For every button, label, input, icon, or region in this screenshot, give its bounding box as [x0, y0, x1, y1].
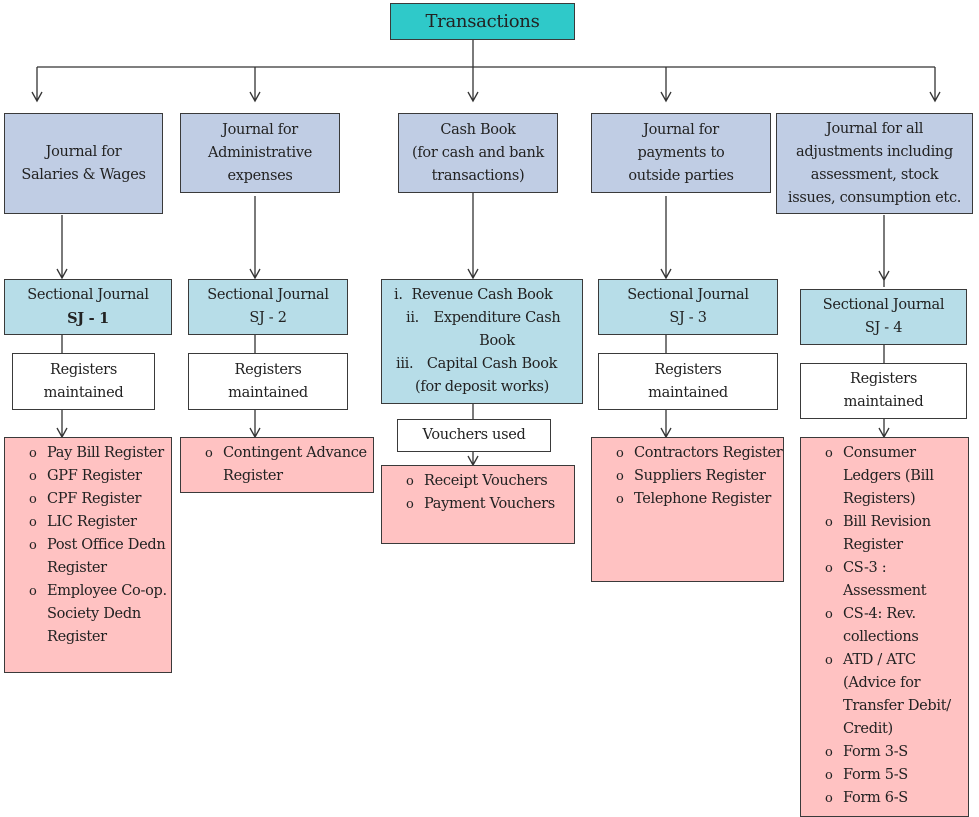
header-line: maintained	[43, 384, 124, 401]
sectional-title: Sectional Journal	[27, 287, 149, 303]
sectional-code: SJ - 1	[67, 310, 109, 327]
arrow-head	[929, 91, 941, 103]
sectional-title: Sectional Journal	[627, 287, 749, 303]
journal-line: Salaries & Wages	[21, 166, 146, 183]
journal-administrative-expenses: Journal for Administrative expenses	[180, 113, 340, 193]
list-item: Suppliers Register	[592, 465, 782, 488]
registers-list-sj4: Consumer Ledgers (Bill Registers)Bill Re…	[800, 437, 969, 817]
cash-book-item: iii.Capital Cash Book	[396, 356, 558, 372]
journal-line: Journal for	[45, 143, 122, 160]
list-item: Post Office Dedn Register	[5, 534, 171, 580]
cash-book: Cash Book (for cash and bank transaction…	[398, 113, 558, 193]
register-list: Contingent Advance Register	[181, 438, 373, 488]
arrow-head	[660, 91, 672, 103]
header-line: Registers	[850, 371, 917, 387]
list-item: Employee Co-op. Society Dedn Register	[5, 580, 171, 649]
header-line: Registers	[654, 361, 722, 378]
header-line: Vouchers used	[422, 427, 526, 443]
registers-list-sj1: Pay Bill RegisterGPF RegisterCPF Registe…	[4, 437, 172, 673]
registers-maintained-sj1: Registers maintained	[12, 353, 155, 410]
journal-line: Cash Book	[440, 121, 516, 138]
list-item: CS-4: Rev. collections	[801, 603, 968, 649]
sectional-code: SJ - 2	[249, 310, 287, 326]
register-list: Consumer Ledgers (Bill Registers)Bill Re…	[801, 438, 968, 810]
sectional-title: Sectional Journal	[822, 297, 945, 313]
sectional-journal-sj4: Sectional Journal SJ - 4	[800, 289, 967, 345]
header-line: Registers	[50, 361, 117, 378]
registers-maintained-sj4: Registers maintained	[800, 363, 967, 419]
header-line: maintained	[843, 394, 924, 410]
list-item: Contractors Register	[592, 442, 783, 465]
journal-line: Administrative	[208, 144, 312, 161]
list-item: Form 3-S	[801, 741, 968, 764]
journal-line: adjustments including	[796, 143, 953, 160]
journal-adjustments: Journal for all adjustments including as…	[776, 113, 973, 214]
journal-line: payments to	[637, 144, 725, 161]
journal-line: Journal for all	[825, 120, 924, 137]
sectional-code: SJ - 4	[864, 320, 903, 336]
journal-line: outside parties	[628, 167, 734, 184]
cash-book-item: i.Revenue Cash Book	[394, 287, 553, 303]
list-item: Consumer Ledgers (Bill Registers)	[801, 442, 968, 511]
journal-line: issues, consumption etc.	[787, 189, 962, 206]
list-item: Payment Vouchers	[382, 493, 555, 516]
list-item: LIC Register	[5, 511, 171, 534]
vouchers-used: Vouchers used	[397, 419, 551, 452]
journal-line: transactions)	[431, 167, 525, 184]
sectional-title: Sectional Journal	[207, 287, 329, 303]
sectional-journal-sj2: Sectional Journal SJ - 2	[188, 279, 348, 335]
sectional-journal-sj3: Sectional Journal SJ - 3	[598, 279, 778, 335]
register-list: Pay Bill RegisterGPF RegisterCPF Registe…	[5, 438, 171, 649]
header-line: maintained	[648, 384, 728, 401]
journal-salaries-wages: Journal for Salaries & Wages	[4, 113, 163, 214]
registers-list-sj3: Contractors RegisterSuppliers RegisterTe…	[591, 437, 784, 582]
registers-list-sj2: Contingent Advance Register	[180, 437, 374, 493]
journal-line: Journal for	[643, 121, 719, 138]
sectional-journal-sj1: Sectional Journal SJ - 1	[4, 279, 172, 335]
list-item: GPF Register	[5, 465, 171, 488]
registers-maintained-sj3: Registers maintained	[598, 353, 778, 410]
list-item: Contingent Advance Register	[181, 442, 373, 488]
cash-book-types: i.Revenue Cash Book ii.Expenditure Cash …	[382, 280, 582, 399]
list-item: Pay Bill Register	[5, 442, 171, 465]
journal-line: expenses	[227, 167, 293, 184]
arrow-head	[467, 91, 479, 103]
list-item: Telephone Register	[592, 488, 782, 511]
arrow-head	[31, 91, 43, 103]
root-node-transactions: Transactions	[390, 3, 575, 40]
cash-book-item: ii.Expenditure Cash Book	[406, 310, 561, 349]
cash-book-note: (for deposit works)	[415, 379, 549, 395]
voucher-list: Receipt VouchersPayment Vouchers	[382, 466, 555, 516]
journal-payments-outside-parties: Journal for payments to outside parties	[591, 113, 771, 193]
journal-line: assessment, stock	[810, 166, 939, 183]
list-item: Receipt Vouchers	[382, 470, 555, 493]
list-item: ATD / ATC (Advice for Transfer Debit/ Cr…	[801, 649, 968, 741]
header-line: Registers	[234, 361, 302, 378]
list-item: CPF Register	[5, 488, 171, 511]
header-line: maintained	[228, 384, 308, 401]
vouchers-list: Receipt VouchersPayment Vouchers	[381, 465, 575, 544]
list-item: Form 6-S	[801, 787, 968, 810]
sectional-code: SJ - 3	[669, 310, 707, 326]
journal-line: Journal for	[222, 121, 298, 138]
list-item: CS-3 : Assessment	[801, 557, 968, 603]
list-item: Bill Revision Register	[801, 511, 968, 557]
list-item: Form 5-S	[801, 764, 968, 787]
register-list: Contractors RegisterSuppliers RegisterTe…	[592, 438, 783, 511]
root-label: Transactions	[425, 11, 540, 32]
registers-maintained-sj2: Registers maintained	[188, 353, 348, 410]
arrow-head	[249, 91, 261, 103]
journal-line: (for cash and bank	[412, 144, 544, 161]
cash-books-list: i.Revenue Cash Book ii.Expenditure Cash …	[381, 279, 583, 404]
